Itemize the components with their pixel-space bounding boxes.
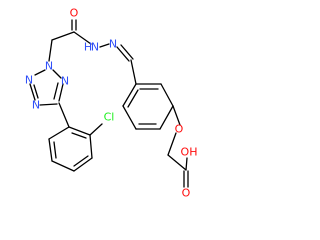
ether-oxygen-label: O (175, 123, 184, 136)
acid-hydroxyl-label: OH (181, 146, 198, 159)
structure-svg: O N H N O OH O N N N N Cl (25, 7, 198, 200)
hydrazide-nitrogen-label: N (91, 41, 99, 54)
hydrazide-hydrogen-label: H (84, 41, 92, 54)
acid-oxygen-label: O (182, 187, 191, 200)
tetrazole-n3-label: N (25, 74, 33, 87)
imine-nitrogen-label: N (109, 38, 117, 51)
atom-labels: O N H N O OH O N N N N Cl (25, 7, 198, 200)
tetrazole-n1-label: N (61, 75, 69, 88)
tetrazole-n4-label: N (32, 99, 40, 112)
molecule-diagram: O N H N O OH O N N N N Cl (25, 7, 198, 200)
chlorine-label: Cl (104, 111, 115, 124)
tetrazole-n2-label: N (45, 60, 53, 73)
bonds (29, 19, 189, 188)
carbonyl-oxygen-label: O (70, 7, 79, 20)
